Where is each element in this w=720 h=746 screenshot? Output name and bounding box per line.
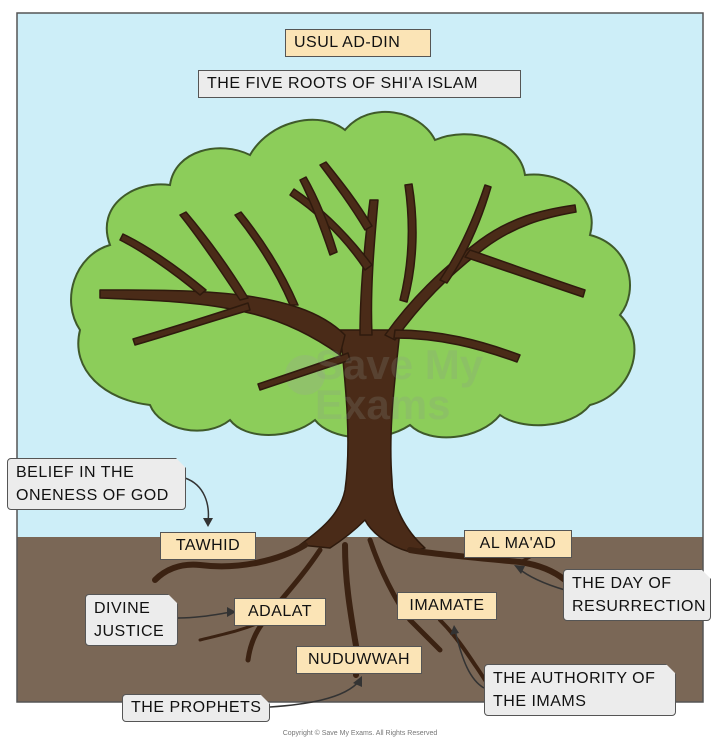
note-nuduwwah: THE PROPHETS bbox=[122, 694, 270, 722]
root-label-tawhid: TAWHID bbox=[160, 532, 256, 560]
root-label-adalat: ADALAT bbox=[234, 598, 326, 626]
note-al-maad-line2: RESURRECTION bbox=[572, 598, 707, 615]
root-label-al-maad: AL MA'AD bbox=[464, 530, 572, 558]
note-tawhid: BELIEF IN THE ONENESS OF GOD bbox=[7, 458, 186, 510]
note-al-maad: THE DAY OF RESURRECTION bbox=[563, 569, 711, 621]
note-imamate: THE AUTHORITY OF THE IMAMS bbox=[484, 664, 676, 716]
tawhid-connector bbox=[184, 477, 210, 523]
note-al-maad-line1: THE DAY OF bbox=[572, 575, 672, 592]
root-label-nuduwwah: NUDUWWAH bbox=[296, 646, 422, 674]
connector-arrows bbox=[177, 477, 566, 708]
diagram-title: USUL AD-DIN bbox=[285, 29, 431, 57]
arrowheads bbox=[203, 518, 525, 687]
note-tawhid-line1: BELIEF IN THE bbox=[16, 464, 135, 481]
note-adalat: DIVINE JUSTICE bbox=[85, 594, 178, 646]
note-adalat-line2: JUSTICE bbox=[94, 623, 165, 640]
note-imamate-line2: THE IMAMS bbox=[493, 693, 587, 710]
note-tawhid-line2: ONENESS OF GOD bbox=[16, 487, 169, 504]
diagram-subtitle: THE FIVE ROOTS OF SHI'A ISLAM bbox=[198, 70, 521, 98]
copyright-footer: Copyright © Save My Exams. All Rights Re… bbox=[282, 730, 438, 737]
imamate-connector bbox=[454, 629, 485, 689]
tree-roots bbox=[152, 537, 568, 690]
watermark-line2: Exams bbox=[315, 381, 451, 428]
watermark-text: Save My Exams bbox=[315, 341, 484, 428]
note-adalat-line1: DIVINE bbox=[94, 600, 151, 617]
nuduwwah-connector bbox=[269, 679, 361, 708]
frame-border bbox=[16, 12, 704, 703]
note-imamate-line1: THE AUTHORITY OF bbox=[493, 670, 656, 687]
root-label-imamate: IMAMATE bbox=[397, 592, 497, 620]
tree-trunk bbox=[99, 161, 586, 553]
watermark-line1: Save My bbox=[315, 341, 484, 388]
